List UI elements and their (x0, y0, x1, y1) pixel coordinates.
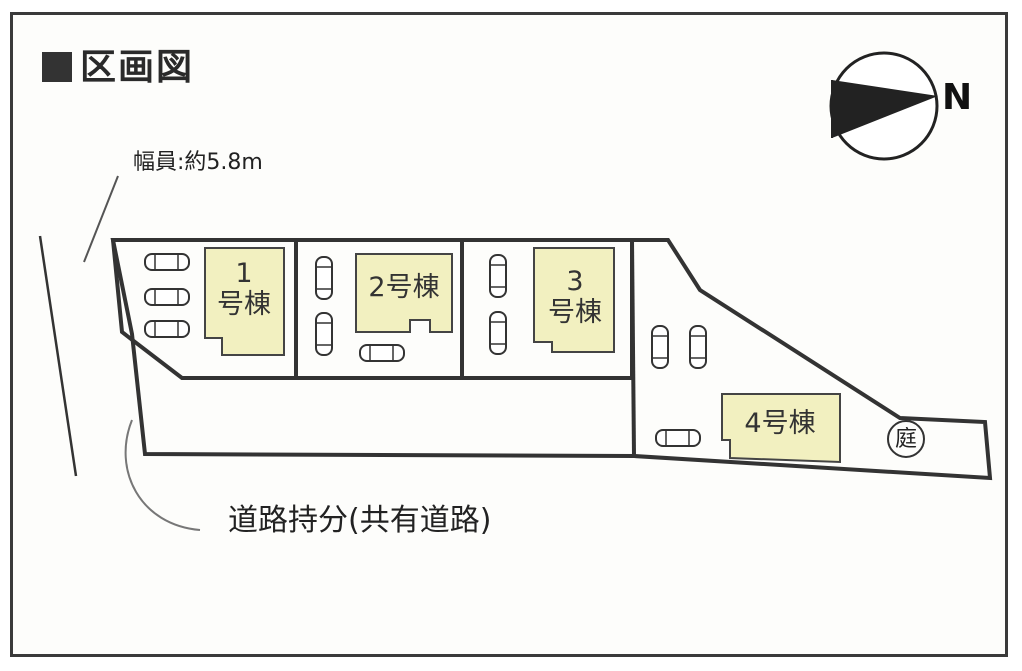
road-width-leader (83, 175, 119, 263)
car-icon (315, 256, 333, 300)
title-text: 区画図 (80, 47, 195, 88)
building-3 (533, 247, 615, 353)
building-4 (721, 393, 841, 464)
square-bullet-icon (42, 52, 72, 82)
lot-4-boundary (630, 239, 636, 457)
page-title: 区画図 (42, 48, 194, 88)
shared-road-leader (124, 419, 201, 531)
compass (829, 51, 939, 161)
car-icon (489, 254, 507, 298)
building-1 (204, 247, 285, 356)
road-edge-line (38, 235, 78, 477)
road-width-label: 幅員:約5.8m (133, 150, 263, 175)
lot-4-label: 4号棟 (744, 408, 816, 439)
lot-2-label: 2号棟 (368, 272, 440, 303)
car-icon (655, 429, 701, 447)
site-boundary (110, 238, 993, 481)
lot-3-label: 3 号棟 (548, 266, 602, 328)
garden-label: 庭 (887, 420, 925, 458)
shared-road-label: 道路持分(共有道路) (228, 503, 492, 538)
car-icon (651, 325, 669, 369)
car-icon (359, 344, 405, 362)
car-icon (144, 288, 190, 306)
car-icon (489, 311, 507, 355)
compass-north-label: N (942, 77, 973, 118)
car-icon (144, 253, 190, 271)
car-icon (689, 325, 707, 369)
car-icon (144, 320, 190, 338)
car-icon (315, 312, 333, 356)
building-2 (355, 253, 453, 333)
lot-1-label: 1 号棟 (217, 258, 271, 320)
compass-needle-icon (832, 80, 938, 138)
